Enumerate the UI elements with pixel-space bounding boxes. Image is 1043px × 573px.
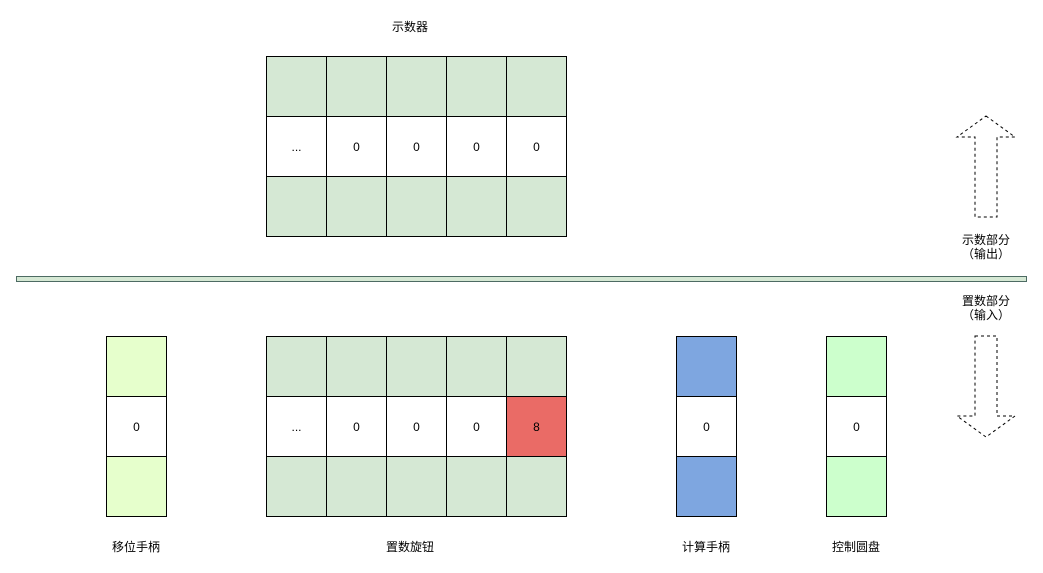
display-top-cell [266,56,327,117]
setting-knob-bottom-cell [446,456,507,517]
display-value-cell: 0 [506,116,567,177]
display-grid: ... 0 0 0 0 [266,56,567,237]
control-disc-title: 控制圆盘 [831,540,880,554]
setting-knob-top-cell [506,336,567,397]
setting-knob-highlight-cell[interactable]: 8 [506,396,567,457]
display-top-cell [326,56,387,117]
display-value-cell: 0 [326,116,387,177]
display-value-cell: 0 [386,116,447,177]
control-disc-bottom [826,456,887,517]
display-top-cell [386,56,447,117]
control-disc-top [826,336,887,397]
shift-handle-top [106,336,167,397]
output-section-line1: 示数部分 [961,233,1010,247]
setting-knob-top-cell [446,336,507,397]
shift-handle-title: 移位手柄 [111,540,160,554]
setting-knob-title: 置数旋钮 [385,540,434,554]
calc-handle[interactable]: 0 [676,336,737,517]
shift-handle-bottom [106,456,167,517]
input-section-label: 置数部分 （输入） [946,294,1026,322]
setting-knob-top-cell [326,336,387,397]
output-section-label: 示数部分 （输出） [946,233,1026,261]
display-top-cell [506,56,567,117]
output-section-line2: （输出） [961,247,1010,261]
display-top-cell [446,56,507,117]
setting-knob-bottom-cell [266,456,327,517]
section-divider [16,276,1027,282]
setting-knob-bottom-cell [506,456,567,517]
setting-knob-top-cell [266,336,327,397]
setting-knob-grid[interactable]: ... 0 0 0 8 [266,336,567,517]
display-value-cell: ... [266,116,327,177]
display-bottom-cell [506,176,567,237]
shift-handle-value: 0 [106,396,167,457]
control-disc[interactable]: 0 [826,336,887,517]
shift-handle[interactable]: 0 [106,336,167,517]
setting-knob-bottom-cell [386,456,447,517]
setting-knob-top-cell [386,336,447,397]
display-title: 示数器 [391,20,428,34]
display-bottom-cell [446,176,507,237]
calc-handle-bottom [676,456,737,517]
setting-knob-value-cell[interactable]: ... [266,396,327,457]
display-bottom-cell [326,176,387,237]
display-bottom-cell [266,176,327,237]
setting-knob-value-cell[interactable]: 0 [326,396,387,457]
calc-handle-title: 计算手柄 [681,540,730,554]
setting-knob-bottom-cell [326,456,387,517]
input-down-arrow-icon [955,335,1017,438]
display-bottom-cell [386,176,447,237]
control-disc-value: 0 [826,396,887,457]
setting-knob-value-cell[interactable]: 0 [446,396,507,457]
calc-handle-top [676,336,737,397]
setting-knob-value-cell[interactable]: 0 [386,396,447,457]
display-value-cell: 0 [446,116,507,177]
output-up-arrow-icon [955,115,1017,218]
input-section-line1: 置数部分 [961,294,1010,308]
input-section-line2: （输入） [961,308,1010,322]
calc-handle-value: 0 [676,396,737,457]
